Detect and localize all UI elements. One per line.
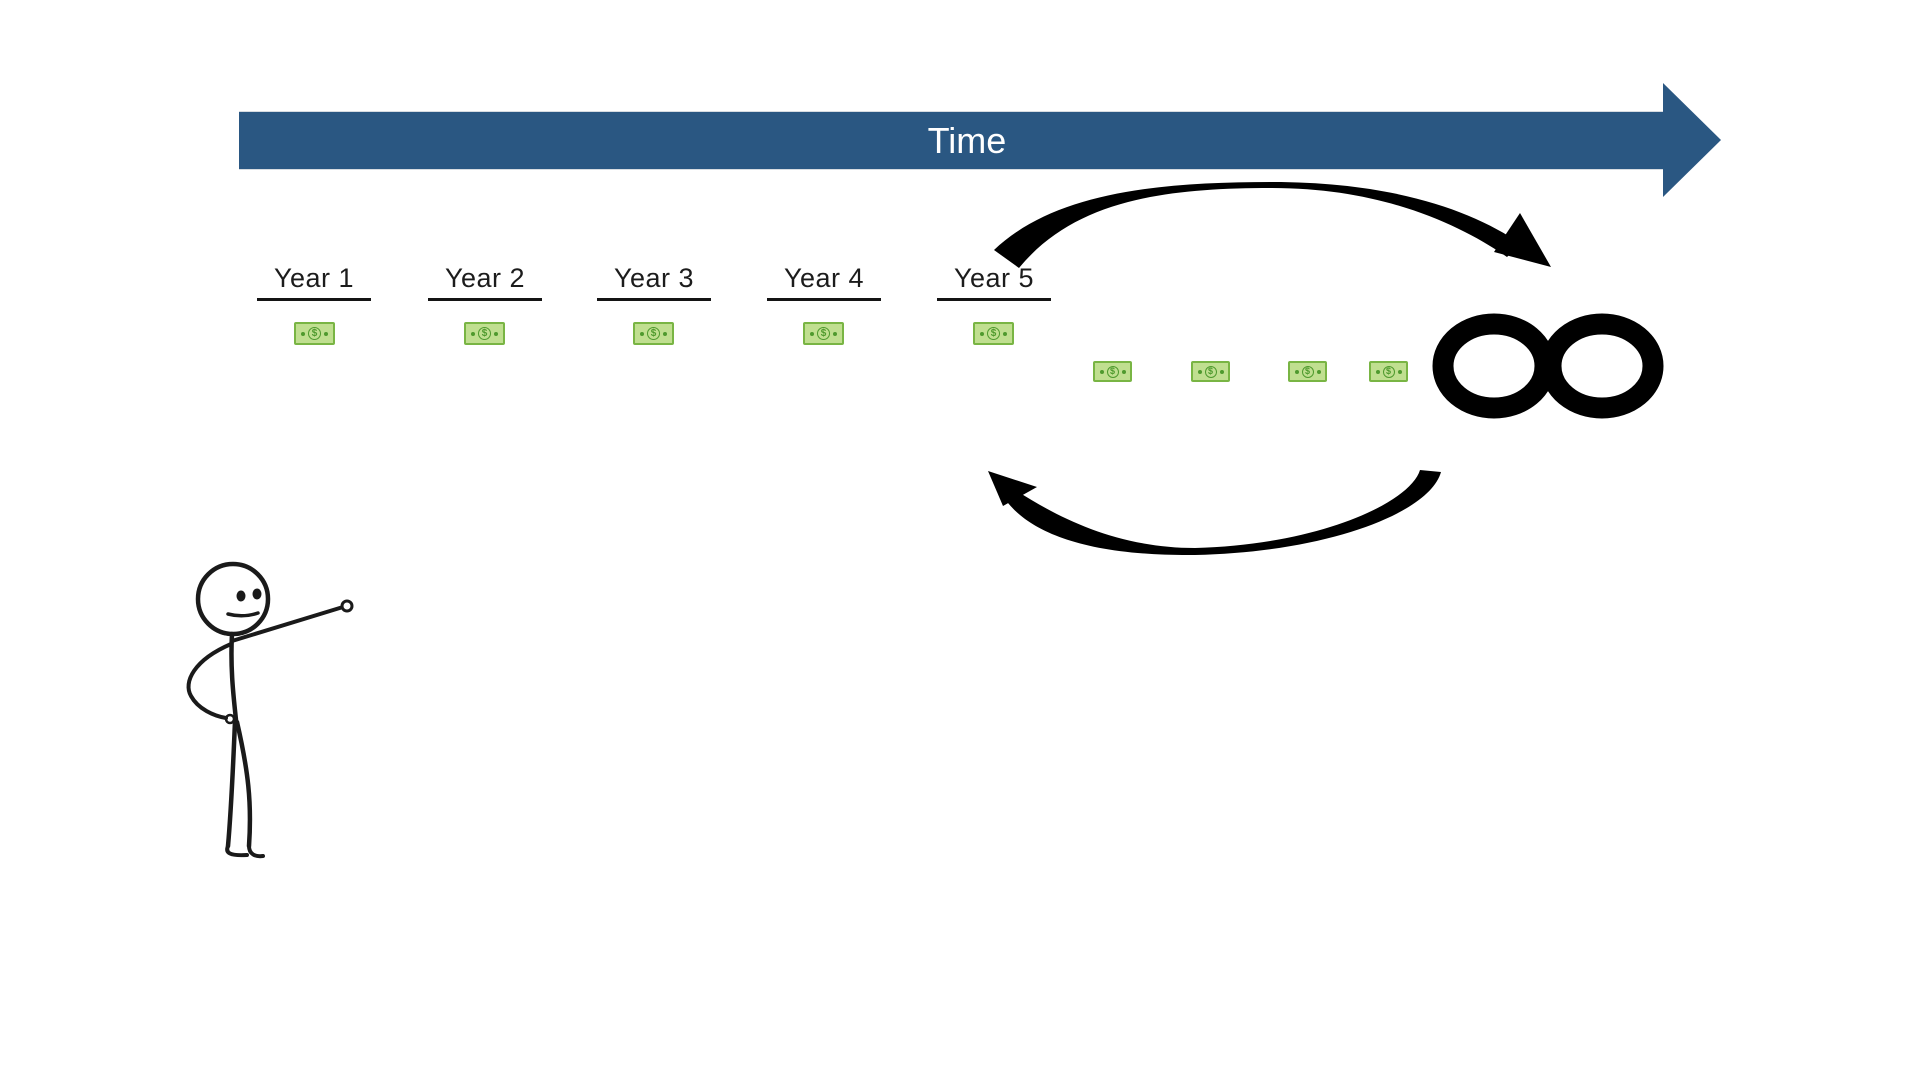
- dollar-sign: $: [478, 327, 491, 340]
- stick-figure-hand-raised: [340, 599, 354, 613]
- stick-figure-arm-hip: [186, 642, 233, 720]
- year-1-label: Year 1: [229, 263, 399, 301]
- year-5-text: Year 5: [953, 263, 1035, 293]
- year-3-label: Year 3: [569, 263, 739, 301]
- year-2-label: Year 2: [400, 263, 570, 301]
- dollar-bill-icon-perpetuity-4: $: [1369, 361, 1408, 382]
- year-3-underline: [597, 298, 711, 301]
- year-4-underline: [767, 298, 881, 301]
- stick-figure-body: [229, 631, 239, 723]
- stick-figure-leg-left: [225, 718, 238, 849]
- stick-figure-leg-right: [234, 719, 253, 849]
- dollar-bill-icon-year-1: $: [294, 322, 335, 345]
- stick-figure-eye-left: [236, 590, 246, 602]
- bill-dot: [1197, 369, 1202, 374]
- dollar-sign: $: [987, 327, 1000, 340]
- year-1-underline: [257, 298, 371, 301]
- bill-dot: [640, 331, 644, 336]
- bill-dot: [1375, 369, 1380, 374]
- bill-dot: [1294, 369, 1299, 374]
- dollar-bill-icon-perpetuity-3: $: [1288, 361, 1327, 382]
- bill-dot: [1003, 331, 1007, 336]
- year-4-label: Year 4: [739, 263, 909, 301]
- year-2-text: Year 2: [444, 263, 526, 293]
- dollar-sign: $: [1382, 365, 1395, 378]
- bill-dot: [494, 331, 498, 336]
- bill-dot: [810, 331, 814, 336]
- dollar-sign: $: [1301, 365, 1314, 378]
- stick-figure-foot-left: [225, 844, 249, 858]
- dollar-bill-icon-perpetuity-1: $: [1093, 361, 1132, 382]
- year-1-text: Year 1: [273, 263, 355, 293]
- bill-dot: [1397, 369, 1402, 374]
- stick-figure-arm-raised: [230, 605, 345, 643]
- cycle-bottom-arrow-icon: [988, 470, 1441, 556]
- year-5-label: Year 5: [909, 263, 1079, 301]
- year-3-text: Year 3: [613, 263, 695, 293]
- dollar-sign: $: [308, 327, 321, 340]
- stick-figure: [186, 561, 354, 859]
- bill-dot: [1316, 369, 1321, 374]
- bill-dot: [833, 331, 837, 336]
- dollar-sign: $: [1204, 365, 1217, 378]
- stick-figure-mouth: [226, 611, 260, 618]
- bill-dot: [663, 331, 667, 336]
- bill-dot: [301, 331, 305, 336]
- dollar-bill-icon-year-4: $: [803, 322, 844, 345]
- bill-dot: [1219, 369, 1224, 374]
- dollar-sign: $: [817, 327, 830, 340]
- dollar-bill-icon-year-2: $: [464, 322, 505, 345]
- stick-figure-eye-right: [252, 588, 262, 600]
- year-2-underline: [428, 298, 542, 301]
- dollar-bill-icon-perpetuity-2: $: [1191, 361, 1230, 382]
- bill-dot: [471, 331, 475, 336]
- dollar-bill-icon-year-3: $: [633, 322, 674, 345]
- year-5-underline: [937, 298, 1051, 301]
- cycle-top-arrow-icon: [994, 182, 1551, 268]
- time-label: Time: [927, 120, 1007, 161]
- time-arrow-bar: [239, 111, 1663, 170]
- bill-dot: [1099, 369, 1104, 374]
- bill-dot: [980, 331, 984, 336]
- dollar-sign: $: [1106, 365, 1119, 378]
- dollar-sign: $: [647, 327, 660, 340]
- stick-figure-foot-right: [247, 844, 265, 859]
- bill-dot: [1121, 369, 1126, 374]
- bill-dot: [324, 331, 328, 336]
- time-arrowhead-icon: [1663, 83, 1721, 197]
- dollar-bill-icon-year-5: $: [973, 322, 1014, 345]
- year-4-text: Year 4: [783, 263, 865, 293]
- infinity-icon: [1432, 313, 1664, 419]
